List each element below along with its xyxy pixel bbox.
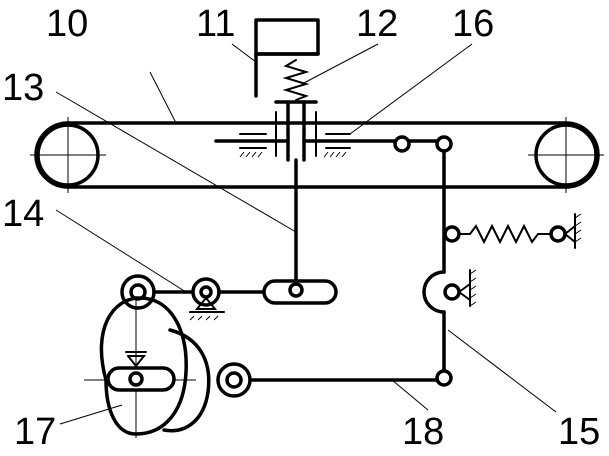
cam xyxy=(84,296,211,438)
top-horizontal-bar xyxy=(302,133,453,158)
vertical-rod xyxy=(286,100,306,290)
label-link-right: 15 xyxy=(558,411,600,453)
lever xyxy=(120,274,338,321)
horizontal-spring xyxy=(443,213,582,249)
label-bar-bottom: 18 xyxy=(402,411,444,453)
label-belt: 10 xyxy=(46,3,88,45)
vertical-spring xyxy=(274,59,318,104)
bottom-bar xyxy=(216,362,453,398)
label-spring-top: 12 xyxy=(356,3,398,45)
actuator-block xyxy=(254,18,320,98)
leader-lines xyxy=(55,43,557,425)
label-bar-top: 16 xyxy=(452,3,494,45)
label-rod: 13 xyxy=(2,67,44,109)
label-lever: 14 xyxy=(2,193,44,235)
right-vertical-link xyxy=(422,149,477,375)
label-cam: 17 xyxy=(14,411,56,453)
belt-conveyor xyxy=(30,117,604,193)
label-actuator: 11 xyxy=(196,3,235,45)
rod-guides xyxy=(214,111,317,158)
